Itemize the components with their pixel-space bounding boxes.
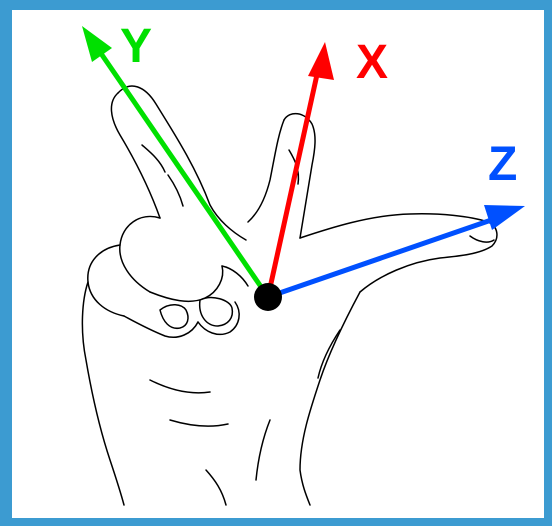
x-axis-arrowhead — [308, 42, 334, 80]
x-axis-line — [265, 69, 321, 298]
hand-drawing — [81, 85, 498, 506]
z-axis-label: Z — [488, 138, 517, 191]
z-axis-arrow — [267, 205, 525, 300]
y-axis-arrowhead — [82, 26, 112, 62]
y-axis-line — [97, 50, 271, 299]
diagram-panel — [12, 10, 544, 518]
z-axis-arrowhead — [484, 205, 525, 230]
origin-point — [254, 283, 282, 311]
y-axis-arrow — [82, 26, 271, 299]
x-axis-label: X — [356, 36, 388, 89]
x-axis-arrow — [265, 42, 334, 298]
y-axis-label: Y — [120, 20, 152, 73]
z-axis-line — [267, 214, 501, 300]
